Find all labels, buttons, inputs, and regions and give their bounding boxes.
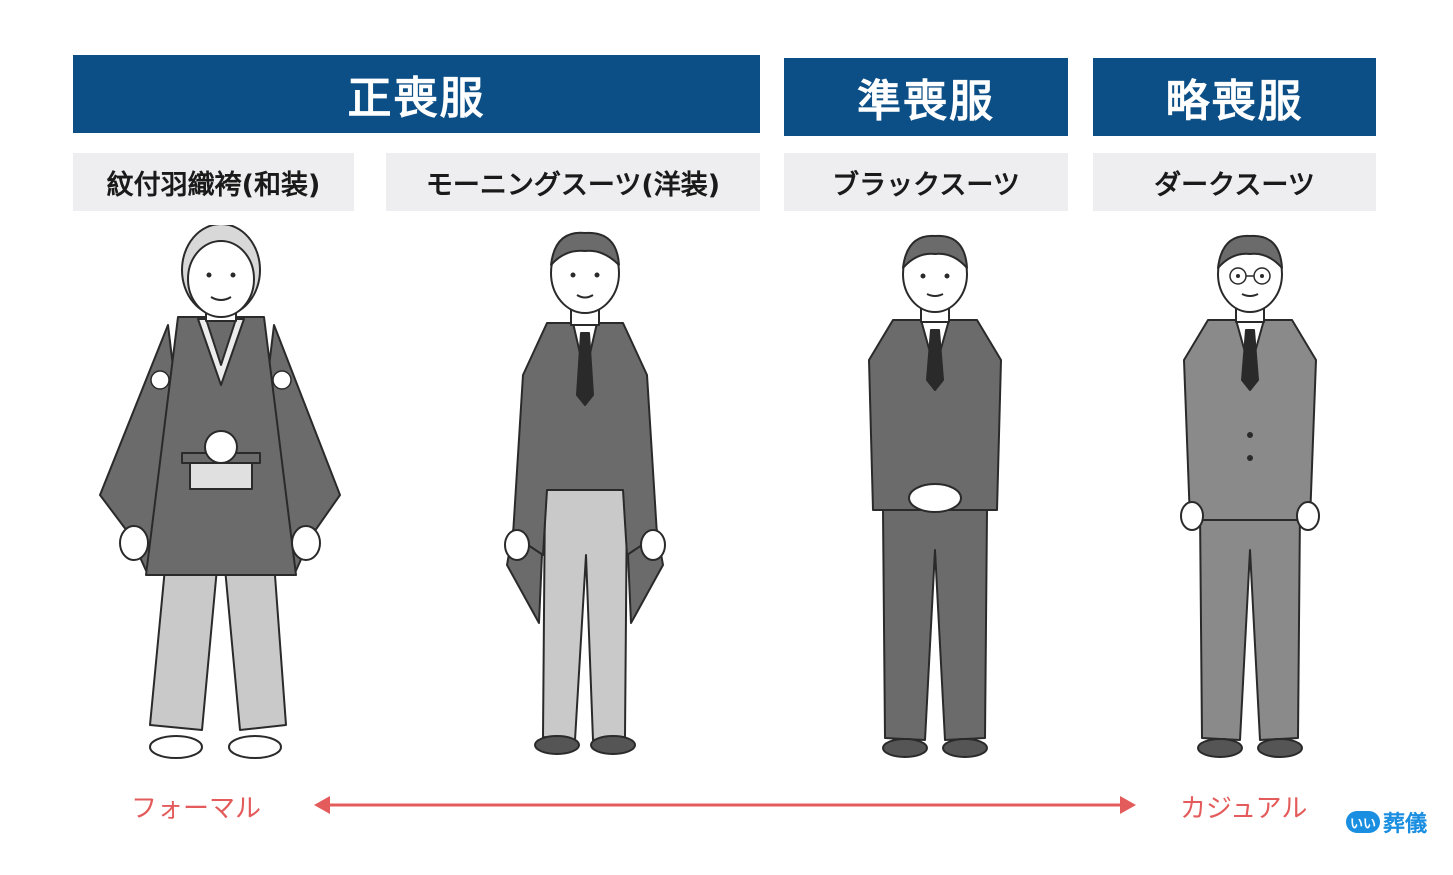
- header-semi-formal-mourning: 準喪服: [784, 58, 1068, 136]
- brand-logo: いい 葬儀: [1346, 806, 1427, 838]
- header-formal-mourning: 正喪服: [73, 55, 760, 133]
- label-kimono: 紋付羽織袴(和装): [73, 153, 354, 211]
- morning-suit-figure-illustration: [504, 231, 666, 755]
- logo-badge: いい: [1346, 811, 1380, 833]
- formality-scale-arrow: [314, 796, 1136, 814]
- scale-label-formal: フォーマル: [131, 794, 262, 824]
- label-morning-suit: モーニングスーツ(洋装): [386, 153, 760, 211]
- logo-text: 葬儀: [1383, 812, 1428, 837]
- label-black-suit: ブラックスーツ: [784, 153, 1068, 211]
- header-informal-mourning: 略喪服: [1093, 58, 1376, 136]
- scale-label-casual: カジュアル: [1180, 794, 1308, 824]
- kimono-figure-illustration: [99, 225, 341, 759]
- dark-suit-figure-illustration: [1180, 234, 1320, 758]
- label-dark-suit: ダークスーツ: [1093, 153, 1376, 211]
- black-suit-figure-illustration: [868, 234, 1002, 758]
